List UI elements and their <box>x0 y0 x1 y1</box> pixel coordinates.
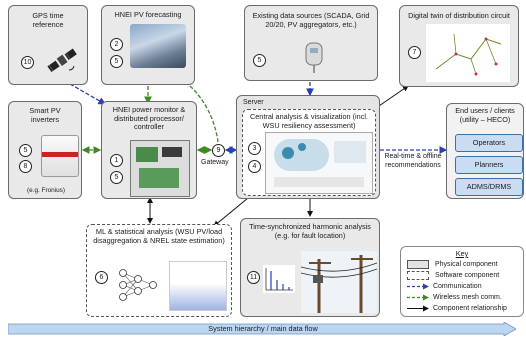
clients-title: End users / clients (utility – HECO) <box>455 106 515 124</box>
existing-data-number: 5 <box>253 54 266 67</box>
satellite-icon <box>47 48 77 73</box>
relationship-line-icon <box>407 305 429 312</box>
forecast-title: HNEI PV forecasting <box>114 10 182 19</box>
flow-bar-label: System hierarchy / main data flow <box>208 324 318 333</box>
clients-box: End users / clients (utility – HECO) Ope… <box>446 103 524 199</box>
recommendations-label: Real-time & offline recommendations <box>384 153 442 169</box>
forecast-number-2: 5 <box>110 55 123 68</box>
inverters-title: Smart PV inverters <box>29 106 61 124</box>
inverters-caption: (e.g. Fronius) <box>27 187 66 194</box>
arrow-server-ml <box>213 197 249 227</box>
central-analysis-number-2: 4 <box>248 160 261 173</box>
central-analysis-number-1: 3 <box>248 142 261 155</box>
wireless-line-icon <box>407 294 429 301</box>
digital-twin-number: 7 <box>408 46 421 59</box>
inverters-box: Smart PV inverters 5 8 (e.g. Fronius) <box>8 101 82 199</box>
central-analysis-title: Central analysis & visualization (incl. … <box>249 112 368 130</box>
harmonic-analysis-title: Time-synchronized harmonic analysis (e.g… <box>249 222 371 240</box>
arrow-gps-to-monitor <box>69 83 107 105</box>
client-planners[interactable]: Planners <box>455 156 523 174</box>
client-operators[interactable]: Operators <box>455 134 523 152</box>
sky-camera-image <box>130 24 186 68</box>
forecast-number-1: 2 <box>110 38 123 51</box>
harmonic-analysis-number: 11 <box>247 271 260 284</box>
server-box: Server Central analysis & visualization … <box>236 95 380 199</box>
central-analysis-box: Central analysis & visualization (incl. … <box>242 109 376 196</box>
legend-title: Key <box>455 249 469 258</box>
communication-line-icon <box>407 283 429 290</box>
meter-device-icon <box>305 42 323 73</box>
harmonic-analysis-box: Time-synchronized harmonic analysis (e.g… <box>240 218 380 317</box>
inverter-image <box>41 135 79 177</box>
existing-data-box: Existing data sources (SCADA, Grid 20/20… <box>244 5 378 81</box>
power-monitor-title: HNEI power monitor & distributed process… <box>112 105 186 132</box>
legend-software-label: Software component <box>434 272 500 280</box>
legend-wireless-label: Wireless mesh comm. <box>432 294 502 301</box>
legend-item-communication: Communication <box>407 282 482 291</box>
ml-analysis-number: 6 <box>95 271 108 284</box>
legend-relationship-label: Component relationship <box>432 305 507 312</box>
circuit-map-image <box>426 24 510 82</box>
gateway-number: 9 <box>212 144 225 157</box>
disaggregation-plot <box>169 261 227 311</box>
arrow-forecast-gateway <box>189 85 219 143</box>
gateway-label: Gateway <box>201 159 229 166</box>
gps-box: GPS time reference 10 <box>8 5 88 85</box>
legend-physical-label: Physical component <box>434 261 498 269</box>
inverters-number-2: 8 <box>19 160 32 173</box>
gps-title: GPS time reference <box>32 11 64 29</box>
digital-twin-box: Digital twin of distribution circuit 7 <box>399 5 519 87</box>
spectrum-chart-icon <box>263 265 295 293</box>
ml-analysis-box: ML & statistical analysis (WSU PV/load d… <box>86 224 232 317</box>
client-adms-drms[interactable]: ADMS/DRMS <box>455 178 523 196</box>
legend-box: Key Physical component Software componen… <box>400 246 524 317</box>
power-monitor-box: HNEI power monitor & distributed process… <box>101 101 197 199</box>
digital-twin-title: Digital twin of distribution circuit <box>408 11 510 20</box>
ml-analysis-title: ML & statistical analysis (WSU PV/load d… <box>93 227 225 245</box>
existing-data-title: Existing data sources (SCADA, Grid 20/20… <box>252 11 370 29</box>
inverters-number-1: 5 <box>19 144 32 157</box>
circuit-board-image <box>130 140 190 197</box>
power-monitor-number-2: 5 <box>110 171 123 184</box>
utility-poles-image <box>301 251 377 313</box>
neural-network-icon <box>119 269 157 301</box>
server-label: Server <box>243 99 264 106</box>
dashboard-screenshot <box>265 132 373 194</box>
legend-item-physical: Physical component <box>407 260 498 269</box>
power-monitor-number-1: 1 <box>110 154 123 167</box>
legend-item-wireless: Wireless mesh comm. <box>407 293 502 302</box>
system-flow-arrow <box>8 322 516 336</box>
gps-number: 10 <box>21 56 34 69</box>
forecast-box: HNEI PV forecasting 2 5 <box>101 5 195 85</box>
arrow-server-to-twin <box>375 85 409 109</box>
legend-item-software: Software component <box>407 271 499 280</box>
legend-item-relationship: Component relationship <box>407 304 507 313</box>
legend-communication-label: Communication <box>432 283 482 290</box>
